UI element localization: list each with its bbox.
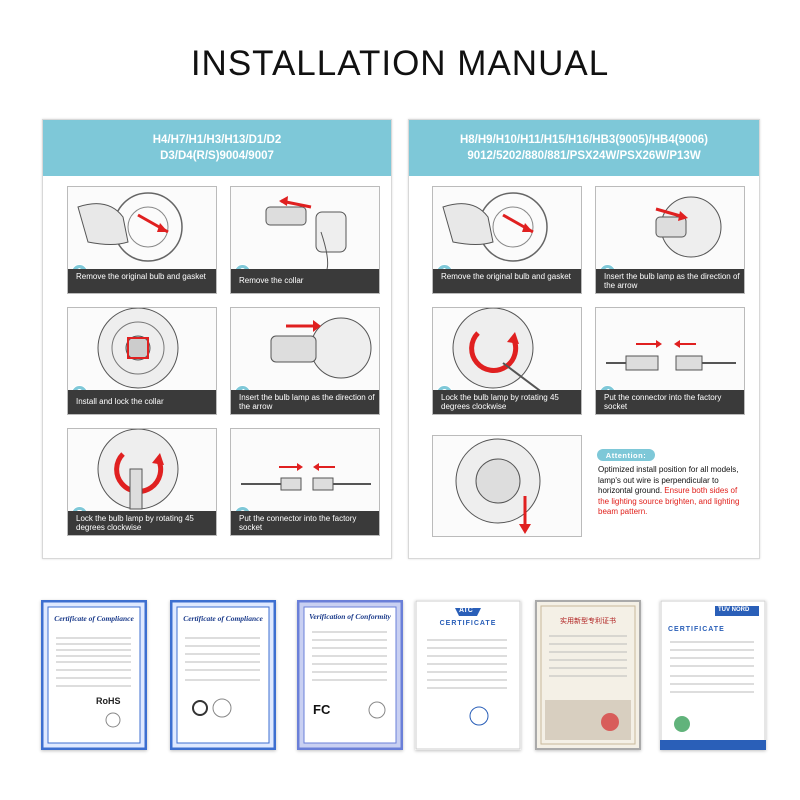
headlight-illustration	[442, 192, 548, 262]
connector-illustration	[606, 340, 736, 371]
certificate-title: Verification of Conformity	[309, 612, 391, 621]
step-caption: Insert the bulb lamp as the direction of…	[231, 390, 379, 414]
certificate-ce: Certificate of Compliance	[170, 600, 276, 750]
bulb-collar-illustration	[265, 196, 347, 273]
headlight-illustration	[77, 192, 183, 262]
step-caption: Remove the original bulb and gasket	[68, 269, 216, 293]
left-panel-header: H4/H7/H1/H3/H13/D1/D2 D3/D4(R/S)9004/900…	[43, 120, 391, 176]
right-step-5-image	[432, 435, 582, 537]
collar-install-illustration	[97, 308, 179, 389]
certificate-border	[535, 600, 641, 750]
certificate-border	[415, 600, 521, 750]
rohs-mark: RoHS	[96, 696, 121, 706]
certificate-title: CERTIFICATE	[439, 620, 497, 627]
certificate-patent: 实用新型专利证书	[535, 600, 641, 750]
attention-warning: Ensure both sides of the lighting source…	[598, 486, 740, 516]
left-header-line1: H4/H7/H1/H3/H13/D1/D2	[152, 134, 282, 146]
right-header-line1: H8/H9/H10/H11/H15/H16/HB3(9005)/HB4(9006…	[459, 134, 708, 146]
certificate-border	[660, 600, 766, 750]
left-step-6: 6 Put the connector into the factory soc…	[230, 428, 380, 536]
right-header-line2: 9012/5202/880/881/PSX24W/PSX26W/P13W	[467, 150, 701, 162]
certificate-tuv: TÜV NORD CERTIFICATE	[660, 600, 766, 750]
certificate-atc: ATC CERTIFICATE	[415, 600, 521, 750]
certificate-border	[297, 600, 403, 750]
final-position-illustration	[455, 438, 541, 534]
step-caption: Install and lock the collar	[68, 390, 216, 414]
step-caption: Put the connector into the factory socke…	[596, 390, 744, 414]
bulb-insert-illustration	[270, 317, 372, 379]
bulb-rotate-illustration	[452, 308, 564, 409]
certificate-border	[170, 600, 276, 750]
certificate-title: Certificate of Compliance	[183, 614, 263, 623]
right-panel-header: H8/H9/H10/H11/H15/H16/HB3(9005)/HB4(9006…	[409, 120, 759, 176]
attention-badge: Attention:	[597, 449, 655, 461]
step-caption: Remove the original bulb and gasket	[433, 269, 581, 293]
left-step-5: 5 Lock the bulb lamp by rotating 45 degr…	[67, 428, 217, 536]
left-step-4: 4 Insert the bulb lamp as the direction …	[230, 307, 380, 415]
left-step-2: 2 Remove the collar	[230, 186, 380, 294]
right-step-4: 4 Put the connector into the factory soc…	[595, 307, 745, 415]
connector-illustration	[241, 463, 371, 491]
right-step-3: 3 Lock the bulb lamp by rotating 45 degr…	[432, 307, 582, 415]
atc-mark: ATC	[459, 607, 473, 614]
bulb-rotate-illustration	[97, 429, 179, 510]
step-caption: Lock the bulb lamp by rotating 45 degree…	[68, 511, 216, 535]
step-caption: Remove the collar	[231, 269, 379, 293]
certificate-border	[41, 600, 147, 750]
right-step-1: 1 Remove the original bulb and gasket	[432, 186, 582, 294]
left-step-1: 1 Remove the original bulb and gasket	[67, 186, 217, 294]
fcc-mark: FC	[313, 702, 331, 717]
certificate-title: Certificate of Compliance	[54, 614, 134, 623]
certificate-rohs-1: Certificate of Compliance RoHS	[41, 600, 147, 750]
bulb-insert-illustration	[655, 196, 722, 258]
right-step-2: 2 Insert the bulb lamp as the direction …	[595, 186, 745, 294]
attention-note: Optimized install position for all model…	[598, 465, 746, 518]
left-header-line2: D3/D4(R/S)9004/9007	[160, 150, 274, 162]
attention-text: Optimized install position for all model…	[598, 465, 739, 495]
certificate-title: 实用新型专利证书	[560, 618, 616, 625]
step-caption: Put the connector into the factory socke…	[231, 511, 379, 535]
left-step-3: 3 Install and lock the collar	[67, 307, 217, 415]
step-caption: Insert the bulb lamp as the direction of…	[596, 269, 744, 293]
tuv-mark: TÜV NORD	[718, 607, 750, 613]
certificate-title: CERTIFICATE	[668, 626, 725, 633]
step-caption: Lock the bulb lamp by rotating 45 degree…	[433, 390, 581, 414]
certificate-fcc: Verification of Conformity FC	[297, 600, 403, 750]
page-title: INSTALLATION MANUAL	[190, 44, 610, 83]
